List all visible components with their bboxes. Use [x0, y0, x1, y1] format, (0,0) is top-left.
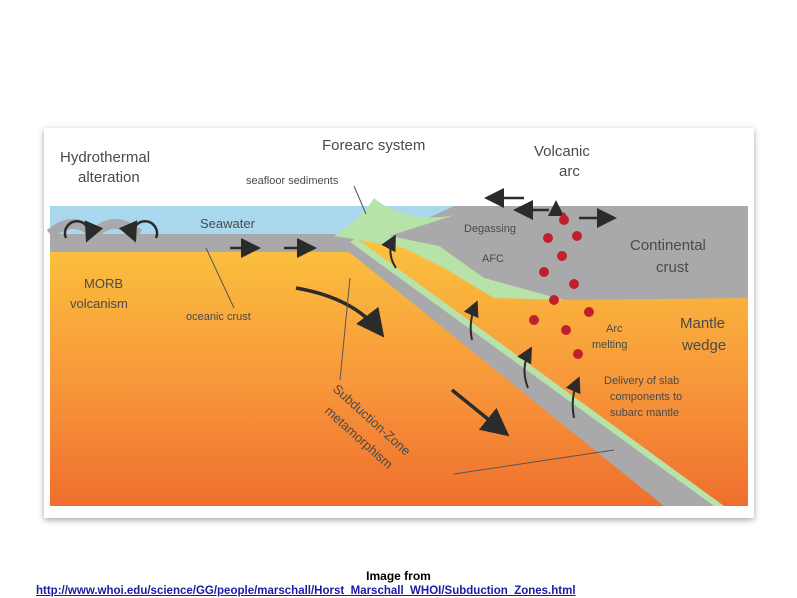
label-seafloor-sediments: seafloor sediments [246, 175, 339, 187]
oceanic-crust-slab [50, 234, 714, 506]
hydrothermal-circulation-icon [63, 220, 104, 243]
label-volcanism: volcanism [70, 296, 128, 311]
oceanic-crust-leader [205, 247, 235, 309]
label-seawater: Seawater [200, 216, 256, 231]
label-mantle: Mantle [680, 315, 725, 332]
subduction-leader [339, 277, 351, 381]
subduction-diagram: Hydrothermal alteration Forearc system V… [46, 137, 748, 506]
label-delivery-2: components to [610, 391, 682, 403]
label-forearc-system: Forearc system [322, 137, 425, 154]
label-hydrothermal: Hydrothermal [60, 149, 150, 166]
caption-image-from: Image from [366, 569, 431, 583]
label-volcanic: Volcanic [534, 143, 590, 160]
label-arc-melting-2: melting [592, 339, 627, 351]
caption-source-link[interactable]: http://www.whoi.edu/science/GG/people/ma… [36, 585, 576, 597]
slab-sediment-line [350, 238, 724, 506]
label-delivery-1: Delivery of slab [604, 375, 679, 387]
label-arc: arc [559, 163, 580, 180]
label-arc-melting-1: Arc [606, 323, 623, 335]
seafloor-sediments-wedge [334, 198, 564, 300]
mantle-flow-arrow [295, 286, 385, 338]
fluid-arrow [463, 300, 479, 341]
hydrothermal-circulation-icon-2 [118, 220, 159, 243]
label-degassing: Degassing [464, 223, 516, 235]
mantle-flow-arrow [450, 388, 510, 437]
label-wedge: wedge [681, 337, 726, 354]
melt-droplets [529, 212, 594, 359]
fluid-arrow [517, 346, 532, 389]
subduction-zone-figure: Hydrothermal alteration Forearc system V… [44, 128, 754, 518]
label-oceanic-crust: oceanic crust [186, 311, 251, 323]
continental-crust [389, 206, 748, 300]
label-afc: AFC [482, 253, 504, 265]
sediment-leader [353, 185, 367, 215]
fluid-arrow [381, 234, 397, 269]
label-continental: Continental [630, 237, 706, 254]
subduction-leader-2 [453, 449, 615, 475]
fluid-arrow [565, 376, 581, 419]
label-crust: crust [656, 259, 689, 276]
label-morb: MORB [84, 276, 123, 291]
label-delivery-3: subarc mantle [610, 407, 679, 419]
label-alteration: alteration [78, 169, 140, 186]
